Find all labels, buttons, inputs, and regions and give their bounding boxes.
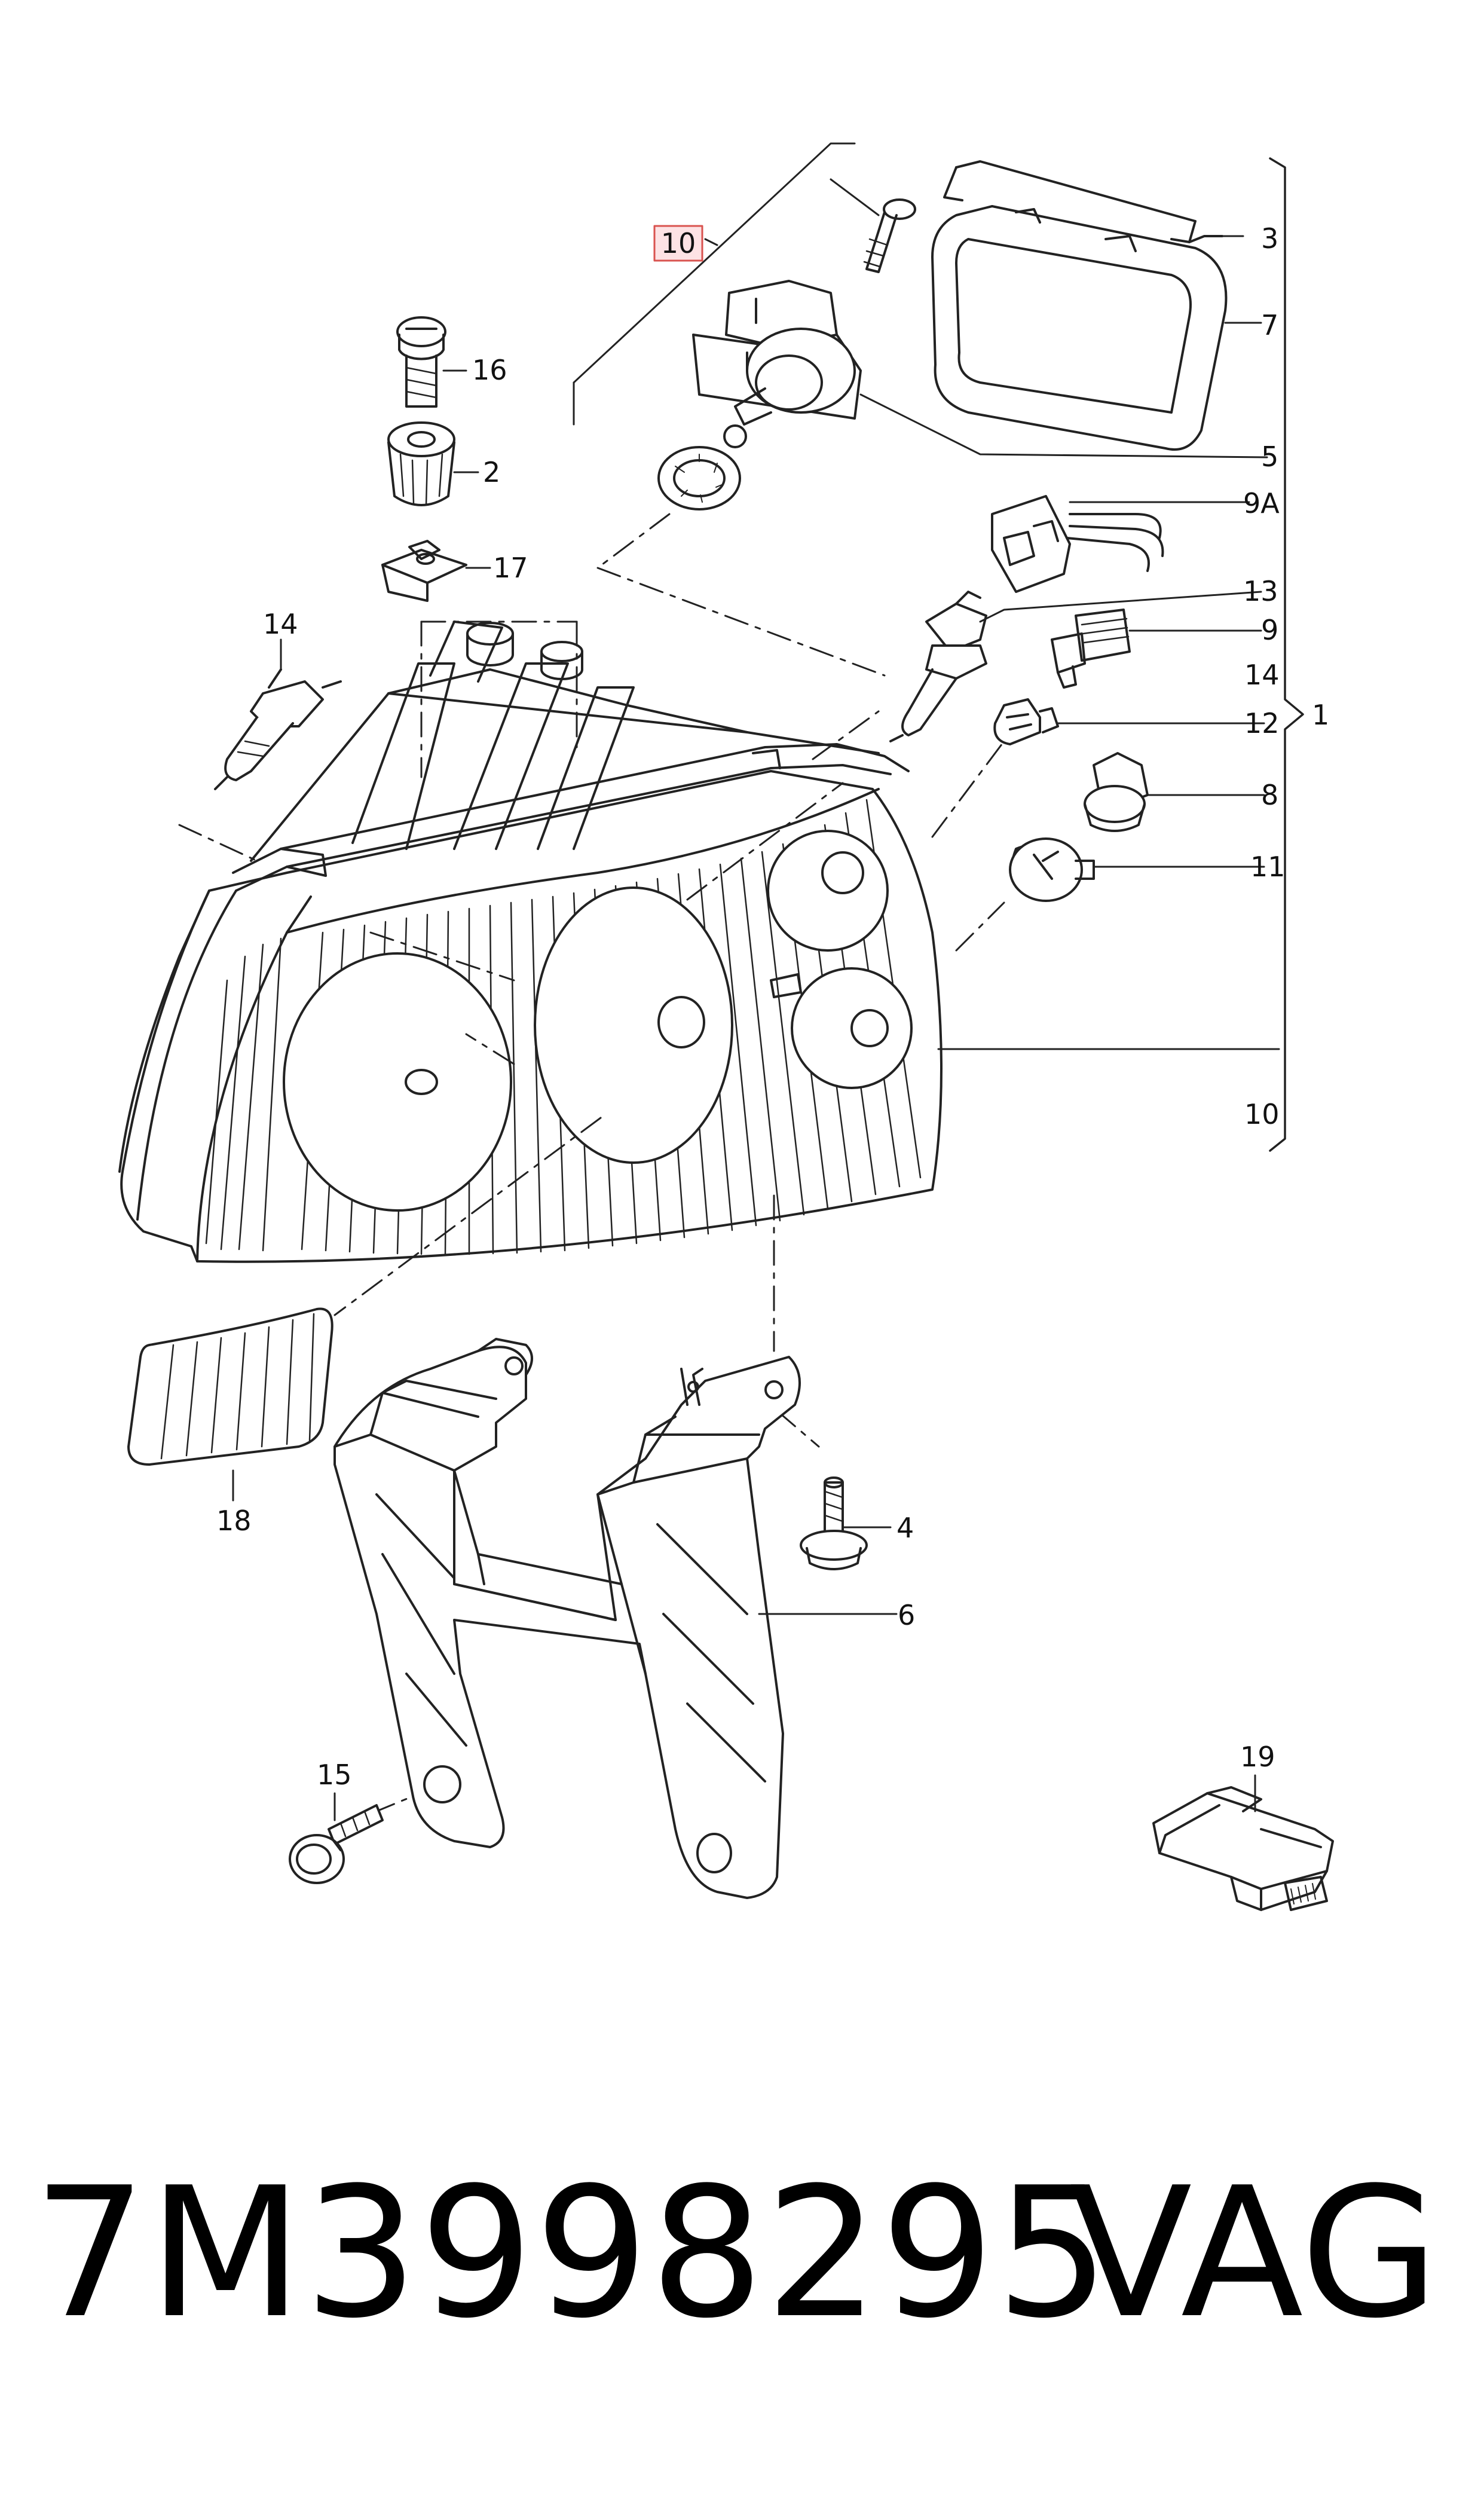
highlight-box <box>653 225 703 262</box>
parts-diagram: 10 3 7 5 9A 13 9 14 12 1 8 11 10 16 2 17… <box>118 142 1334 1911</box>
label-16: 16 <box>472 354 507 386</box>
mounting-bracket <box>333 1338 898 1899</box>
wire-connector <box>991 495 1250 593</box>
wedge-bulb <box>993 698 1265 745</box>
side-marker-lens <box>127 1307 333 1502</box>
small-bulb-socket <box>1084 752 1265 832</box>
group-brace <box>1269 157 1304 1152</box>
assembly-lines <box>178 513 1005 1812</box>
label-9: 9 <box>1261 614 1278 646</box>
bolt-15 <box>289 1792 384 1884</box>
label-6: 6 <box>898 1599 915 1631</box>
label-4: 4 <box>896 1512 914 1544</box>
wiring-clip <box>1152 1774 1334 1911</box>
label-8: 8 <box>1261 779 1278 811</box>
label-9a: 9A <box>1243 487 1280 519</box>
label-18: 18 <box>216 1505 252 1537</box>
leader-lines <box>573 142 1280 1050</box>
bulb-h1-left <box>214 638 342 790</box>
screw-16 <box>396 316 467 408</box>
part-number: 7M3998295 <box>33 2149 1111 2358</box>
label-7: 7 <box>1261 309 1278 341</box>
label-12: 12 <box>1244 707 1280 739</box>
bulb-socket <box>1051 609 1262 689</box>
label-15: 15 <box>317 1759 352 1791</box>
footer-caption: 7M3998295 VAG <box>0 2128 1484 2427</box>
label-19: 19 <box>1240 1741 1275 1773</box>
expanding-nut <box>387 421 479 506</box>
bolt-4 <box>800 1476 892 1570</box>
bayonet-bulb <box>1009 837 1265 902</box>
label-5: 5 <box>1261 441 1278 473</box>
label-17: 17 <box>493 552 528 584</box>
label-14-right: 14 <box>1244 659 1280 691</box>
label-1: 1 <box>1312 699 1329 731</box>
label-2: 2 <box>483 456 500 488</box>
level-adjust-motor <box>657 198 916 510</box>
retaining-clip <box>943 160 1244 243</box>
label-10-highlight: 10 <box>661 227 696 259</box>
bulb-h7 <box>889 591 1262 742</box>
label-10: 10 <box>1244 1098 1280 1130</box>
label-14-left: 14 <box>263 608 298 640</box>
brand-name: VAG <box>1069 2149 1439 2358</box>
headlamp-housing <box>118 620 943 1263</box>
label-13: 13 <box>1243 575 1278 607</box>
cover-cap <box>931 205 1262 451</box>
label-11: 11 <box>1250 851 1286 883</box>
clip-nut <box>381 540 491 602</box>
label-3: 3 <box>1261 222 1278 255</box>
